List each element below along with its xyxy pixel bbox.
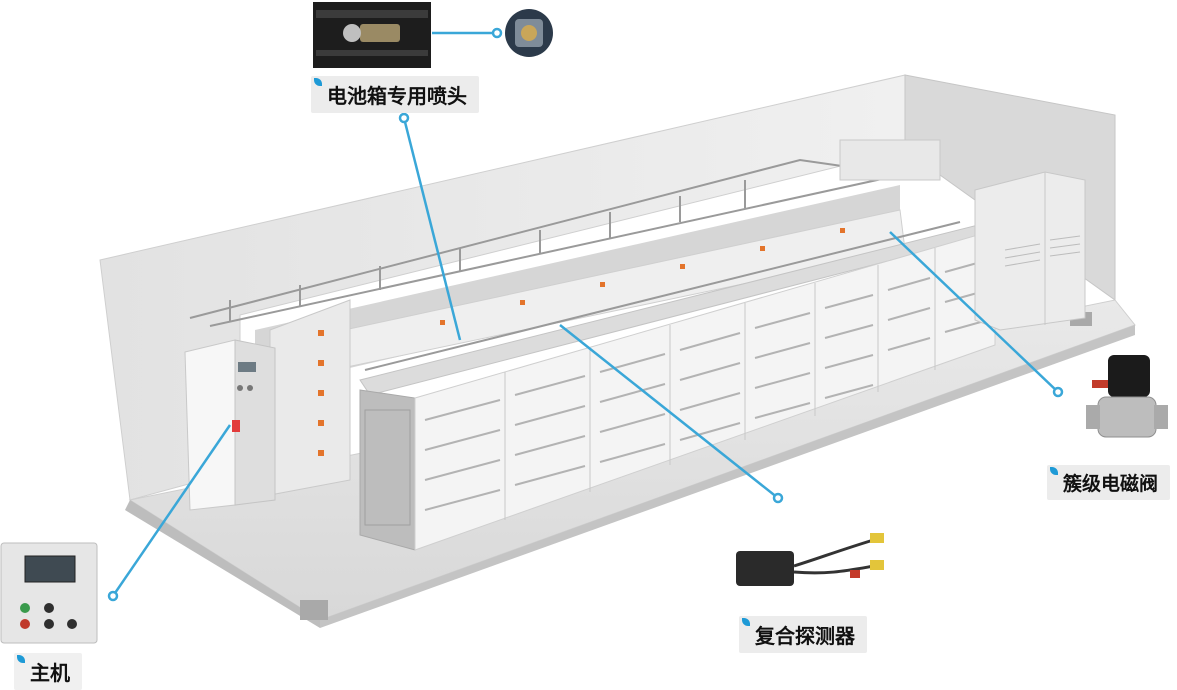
air-conditioner	[839, 139, 1086, 331]
nozzle-closeup-icon	[505, 9, 553, 57]
front-rack-row	[359, 221, 1001, 551]
host-label: 主机	[14, 653, 82, 690]
leader-lines	[111, 31, 1059, 597]
nozzle-photo	[313, 2, 431, 68]
nozzle-label: 电池箱专用喷头	[311, 76, 479, 113]
leader-dots	[107, 27, 1064, 602]
solenoid-valve-photo	[1086, 355, 1168, 438]
solenoid-valve-label: 簇级电磁阀	[1047, 465, 1171, 500]
composite-detector-label: 复合探测器	[739, 616, 867, 653]
host-panel-photo	[0, 542, 98, 644]
composite-detector-photo	[736, 533, 884, 586]
host-cabinet	[184, 339, 276, 511]
